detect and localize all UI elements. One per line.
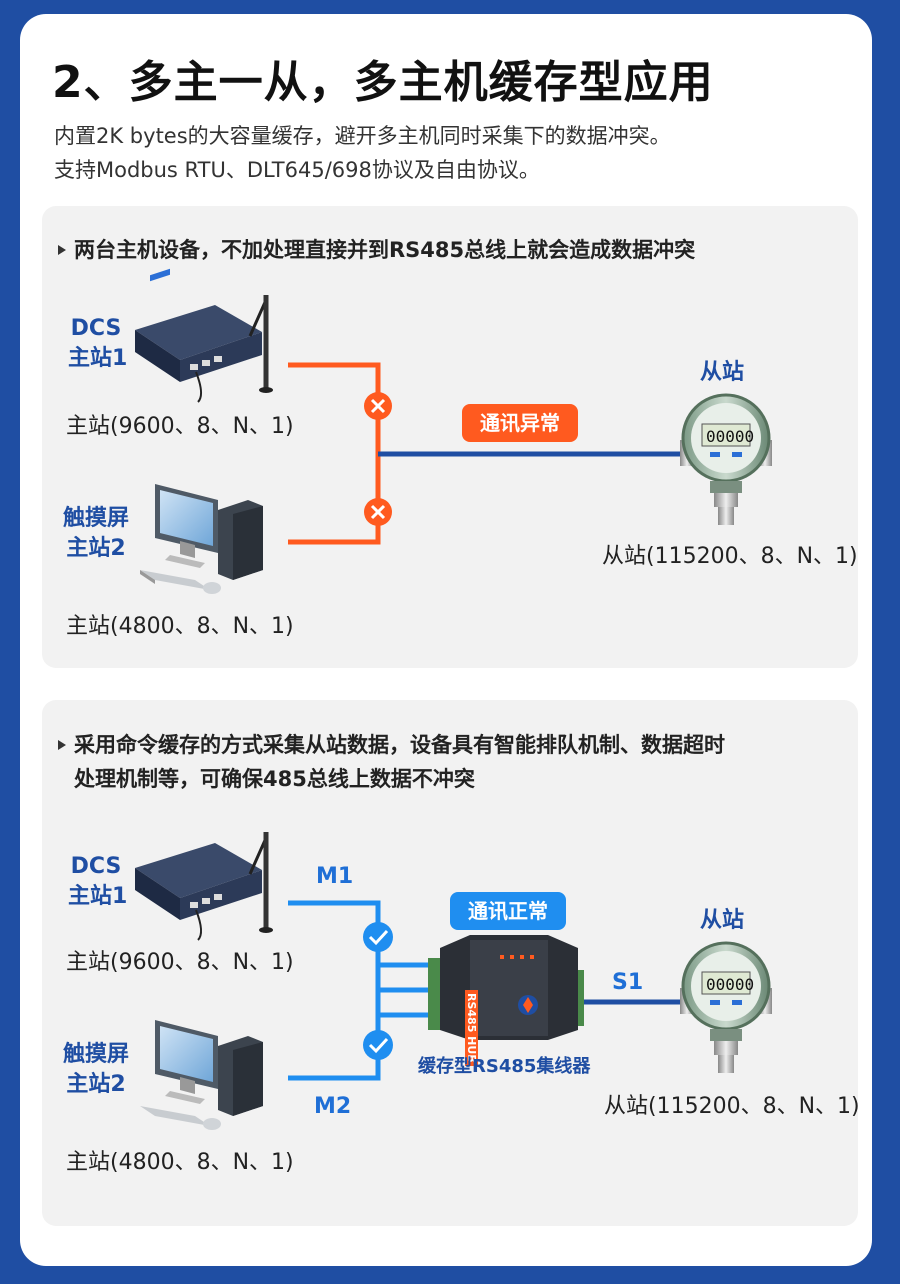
slave-param: 从站(115200、8、N、1) bbox=[604, 1094, 860, 1119]
touch-master2-label: 触摸屏主站2 bbox=[62, 1042, 129, 1097]
error-x-icon bbox=[364, 498, 392, 526]
computer-icon bbox=[140, 484, 263, 594]
slave-param: 从站(115200、8、N、1) bbox=[602, 544, 858, 569]
bullet-icon bbox=[58, 740, 66, 750]
rs485-hub-icon bbox=[428, 935, 584, 1040]
touch-master2-label: 触摸屏主站2 bbox=[62, 506, 129, 561]
pressure-gauge-icon: 00000 bbox=[680, 393, 772, 525]
panel1-text: 两台主机设备，不加处理直接并到RS485总线上就会造成数据冲突 bbox=[74, 238, 696, 262]
dcs-master1-param: 主站(9600、8、N、1) bbox=[66, 950, 294, 975]
panel2-text-line2: 处理机制等，可确保485总线上数据不冲突 bbox=[74, 767, 475, 791]
gateway-device-icon bbox=[135, 268, 273, 403]
m1-label: M1 bbox=[316, 864, 354, 889]
slave-label: 从站 bbox=[700, 360, 745, 385]
hub-label: 缓存型RS485集线器 bbox=[418, 1056, 591, 1077]
error-x-icon bbox=[364, 392, 392, 420]
touch-master2-param: 主站(4800、8、N、1) bbox=[66, 1150, 294, 1175]
bullet-icon bbox=[58, 245, 66, 255]
m2-label: M2 bbox=[314, 1094, 352, 1119]
pressure-gauge-icon: 00000 bbox=[680, 941, 772, 1073]
ok-badge: 通讯正常 bbox=[450, 892, 566, 930]
s1-label: S1 bbox=[612, 970, 644, 995]
description-line-2: 支持Modbus RTU、DLT645/698协议及自由协议。 bbox=[54, 158, 540, 182]
computer-icon bbox=[140, 1020, 263, 1130]
ok-wire bbox=[288, 900, 381, 1081]
touch-master2-param: 主站(4800、8、N、1) bbox=[66, 614, 294, 639]
check-icon bbox=[363, 1030, 393, 1060]
svg-text:00000: 00000 bbox=[706, 975, 754, 994]
error-badge: 通讯异常 bbox=[462, 404, 578, 442]
svg-text:00000: 00000 bbox=[706, 427, 754, 446]
gateway-device-icon bbox=[135, 832, 273, 941]
dcs-master1-param: 主站(9600、8、N、1) bbox=[66, 414, 294, 439]
description-line-1: 内置2K bytes的大容量缓存，避开多主机同时采集下的数据冲突。 bbox=[54, 124, 671, 148]
page-title: 2、多主一从，多主机缓存型应用 bbox=[52, 57, 714, 108]
check-icon bbox=[363, 922, 393, 952]
slave-label: 从站 bbox=[700, 908, 745, 933]
panel2-text-line1: 采用命令缓存的方式采集从站数据，设备具有智能排队机制、数据超时 bbox=[74, 733, 725, 757]
